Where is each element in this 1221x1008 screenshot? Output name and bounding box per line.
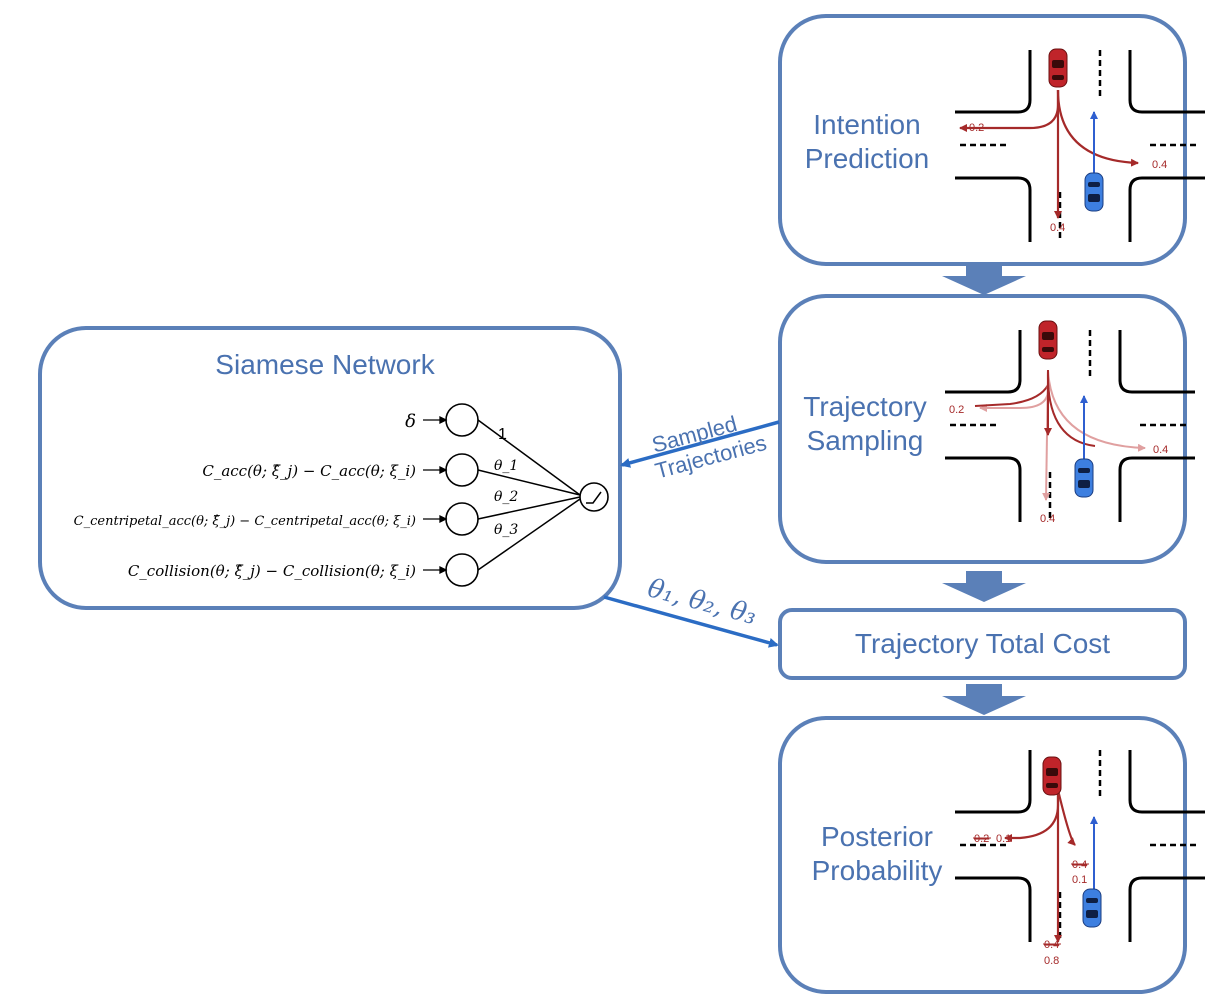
trajectory-sampling-title: Trajectory Sampling xyxy=(780,390,950,458)
siamese-network-title: Siamese Network xyxy=(215,349,435,380)
down-arrow-3 xyxy=(942,684,1026,715)
posterior-prob-straight-old: 0.4 xyxy=(1044,939,1059,951)
input-label-delta: δ xyxy=(405,411,416,432)
sampling-title-line1: Trajectory xyxy=(803,391,927,422)
down-arrow-1 xyxy=(942,264,1026,295)
posterior-title-line2: Probability xyxy=(811,855,943,887)
weight-1: 1 xyxy=(498,426,507,443)
scene-sampling: 0.2 0.4 0.4 xyxy=(943,320,1197,525)
siamese-network-box xyxy=(38,326,622,610)
sampling-title-line2: Sampling xyxy=(806,425,924,457)
posterior-prob-right-old: 0.4 xyxy=(1072,859,1087,871)
weight-theta1: θ_1 xyxy=(494,458,518,474)
scene-posterior: 0.2 0.1 0.4 0.1 0.4 0.8 xyxy=(953,748,1207,967)
scene-intention: 0.2 0.4 0.4 xyxy=(953,48,1207,244)
posterior-prob-left-new: 0.1 xyxy=(996,833,1011,845)
sampling-prob-right: 0.4 xyxy=(1153,444,1168,456)
input-label-collision: C_collision(θ; ξ̂_j) − C_collision(θ; ξ_… xyxy=(128,562,416,580)
input-label-centripetal: C_centripetal_acc(θ; ξ̂_j) − C_centripet… xyxy=(74,514,416,529)
intention-title-line1: Intention xyxy=(813,109,921,140)
sampled-trajectories-arrow xyxy=(620,420,780,468)
intention-prob-straight: 0.4 xyxy=(1050,222,1065,234)
output-node xyxy=(579,482,609,512)
intention-prediction-box xyxy=(778,14,1187,266)
trajectory-total-cost-box xyxy=(778,608,1187,680)
intention-prediction-title: Intention Prediction xyxy=(782,108,952,176)
intention-prob-left: 0.2 xyxy=(969,122,984,134)
trajectory-total-cost-title: Trajectory Total Cost xyxy=(854,628,1111,659)
posterior-title-line1: Posterior xyxy=(820,821,934,852)
posterior-probability-box xyxy=(778,716,1187,994)
intention-prob-right: 0.4 xyxy=(1152,159,1167,171)
down-arrow-2 xyxy=(942,571,1026,602)
posterior-prob-right-new: 0.1 xyxy=(1072,874,1087,886)
relu-icon xyxy=(586,491,602,504)
input-label-acc: C_acc(θ; ξ̂_j) − C_acc(θ; ξ_i) xyxy=(202,462,416,480)
weight-theta3: θ_3 xyxy=(494,522,518,538)
weight-theta2: θ_2 xyxy=(494,489,518,505)
sampling-prob-straight: 0.4 xyxy=(1040,513,1055,525)
posterior-prob-left-old: 0.2 xyxy=(974,833,989,845)
thetas-arrow xyxy=(603,595,779,648)
sampling-prob-left: 0.2 xyxy=(949,404,964,416)
intention-title-line2: Prediction xyxy=(804,143,930,175)
posterior-probability-title: Posterior Probability xyxy=(792,820,962,888)
posterior-prob-straight-new: 0.8 xyxy=(1044,955,1059,967)
